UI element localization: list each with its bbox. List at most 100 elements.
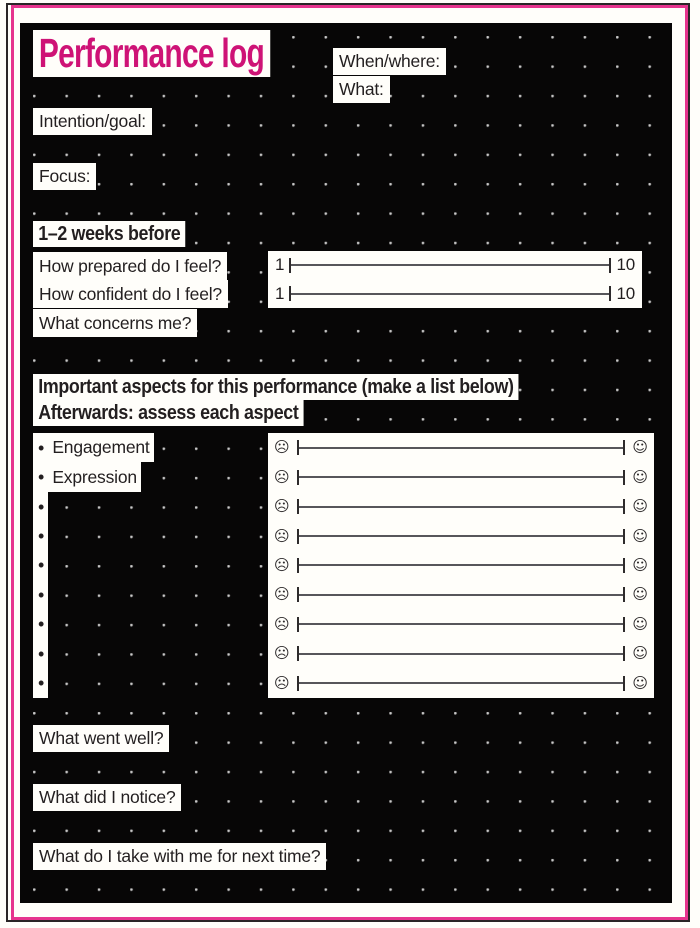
scale-right-tick [623, 557, 626, 573]
aspect-item: • [33, 668, 49, 698]
happy-face-icon: ☺ [632, 555, 648, 574]
aspect-row: • ☹ ☺ [33, 668, 654, 698]
scale-right-tick [623, 528, 626, 544]
aspects-list: • Engagement ☹ ☺ • Expression ☹ [33, 433, 654, 698]
aspect-rating-scale: ☹ ☺ [268, 580, 654, 610]
aspect-row: • ☹ ☺ [33, 609, 654, 640]
bullet-icon: • [38, 496, 45, 517]
aspect-rating-scale: ☹ ☺ [268, 462, 654, 492]
bullet-icon: • [38, 467, 45, 488]
what-label: What: [333, 76, 390, 103]
happy-face-icon: ☺ [632, 673, 648, 692]
scale-right-tick [609, 257, 612, 273]
aspect-rating-scale: ☹ ☺ [268, 550, 654, 581]
scale-right-tick [623, 469, 626, 485]
prepared-question-label: How prepared do I feel? [33, 252, 228, 280]
confident-rating-scale: 1 10 [268, 280, 642, 309]
scale-left-tick [289, 257, 292, 273]
aspect-item: • Engagement [33, 433, 154, 463]
aspect-item: • [33, 491, 49, 522]
aspect-item: • [33, 550, 49, 581]
confident-question-label: How confident do I feel? [33, 280, 228, 308]
aspect-row: • Engagement ☹ ☺ [33, 433, 654, 463]
prepared-rating-scale: 1 10 [268, 251, 642, 280]
scale-left-tick [296, 499, 299, 515]
happy-face-icon: ☺ [632, 438, 648, 457]
numeric-scales-box: 1 10 1 10 [268, 251, 642, 308]
sad-face-icon: ☹ [274, 438, 290, 457]
scale-left-tick [296, 440, 299, 456]
scale-left-tick [296, 528, 299, 544]
rating-line [298, 535, 624, 538]
next-time-label: What do I take with me for next time? [33, 843, 327, 870]
scale-left-tick [296, 587, 299, 603]
aspects-heading-line1: Important aspects for this performance (… [33, 374, 519, 400]
rating-line [291, 264, 610, 267]
when-where-label: When/where: [333, 48, 446, 75]
rating-line [298, 446, 624, 449]
noticed-label: What did I notice? [33, 784, 182, 811]
aspect-name: Engagement [52, 437, 150, 458]
sad-face-icon: ☹ [274, 467, 290, 486]
scale-left-tick [296, 557, 299, 573]
dot-grid-canvas: Performance log When/where: What: Intent… [20, 23, 672, 903]
scale-right-tick [623, 616, 626, 632]
sad-face-icon: ☹ [274, 497, 290, 516]
aspect-item: • [33, 521, 49, 551]
rating-line [298, 476, 624, 479]
scale-right-tick [623, 499, 626, 515]
page-title-box: Performance log [33, 30, 270, 77]
weeks-before-heading: 1–2 weeks before [33, 221, 186, 247]
scale-left-tick [289, 286, 292, 302]
page-title: Performance log [38, 30, 265, 76]
rating-line [291, 292, 610, 295]
aspect-row: • ☹ ☺ [33, 580, 654, 610]
bullet-icon: • [38, 526, 45, 547]
rating-line [298, 564, 624, 567]
rating-line [298, 652, 624, 655]
scale-left-tick [296, 469, 299, 485]
bullet-icon: • [38, 673, 45, 694]
rating-line [298, 593, 624, 596]
scale-right-tick [623, 646, 626, 662]
rating-line [298, 505, 624, 508]
bullet-icon: • [38, 584, 45, 605]
scale-min-label: 1 [275, 283, 285, 303]
aspect-row: • Expression ☹ ☺ [33, 462, 654, 492]
scale-min-label: 1 [275, 255, 285, 275]
sad-face-icon: ☹ [274, 585, 290, 604]
aspect-rating-scale: ☹ ☺ [268, 491, 654, 522]
aspects-heading-line2: Afterwards: assess each aspect [33, 400, 304, 426]
happy-face-icon: ☺ [632, 526, 648, 545]
aspect-row: • ☹ ☺ [33, 639, 654, 669]
scale-left-tick [296, 675, 299, 691]
aspect-row: • ☹ ☺ [33, 550, 654, 581]
happy-face-icon: ☺ [632, 585, 648, 604]
aspect-name: Expression [52, 466, 137, 487]
sad-face-icon: ☹ [274, 614, 290, 633]
scale-right-tick [623, 440, 626, 456]
sad-face-icon: ☹ [274, 644, 290, 663]
scale-left-tick [296, 646, 299, 662]
rating-line [298, 623, 624, 626]
scale-right-tick [623, 675, 626, 691]
happy-face-icon: ☺ [632, 644, 648, 663]
scale-right-tick [623, 587, 626, 603]
concerns-question-label: What concerns me? [33, 309, 198, 337]
aspect-rating-scale: ☹ ☺ [268, 639, 654, 669]
happy-face-icon: ☺ [632, 467, 648, 486]
sad-face-icon: ☹ [274, 555, 290, 574]
scale-max-label: 10 [616, 283, 635, 303]
aspect-rating-scale: ☹ ☺ [268, 668, 654, 698]
aspect-rating-scale: ☹ ☺ [268, 521, 654, 551]
sad-face-icon: ☹ [274, 673, 290, 692]
aspect-rating-scale: ☹ ☺ [268, 433, 654, 463]
aspect-item: • [33, 609, 49, 640]
bullet-icon: • [38, 643, 45, 664]
aspect-row: • ☹ ☺ [33, 491, 654, 522]
bullet-icon: • [38, 614, 45, 635]
aspect-row: • ☹ ☺ [33, 521, 654, 551]
intention-goal-label: Intention/goal: [33, 108, 152, 135]
aspect-item: • [33, 580, 49, 610]
